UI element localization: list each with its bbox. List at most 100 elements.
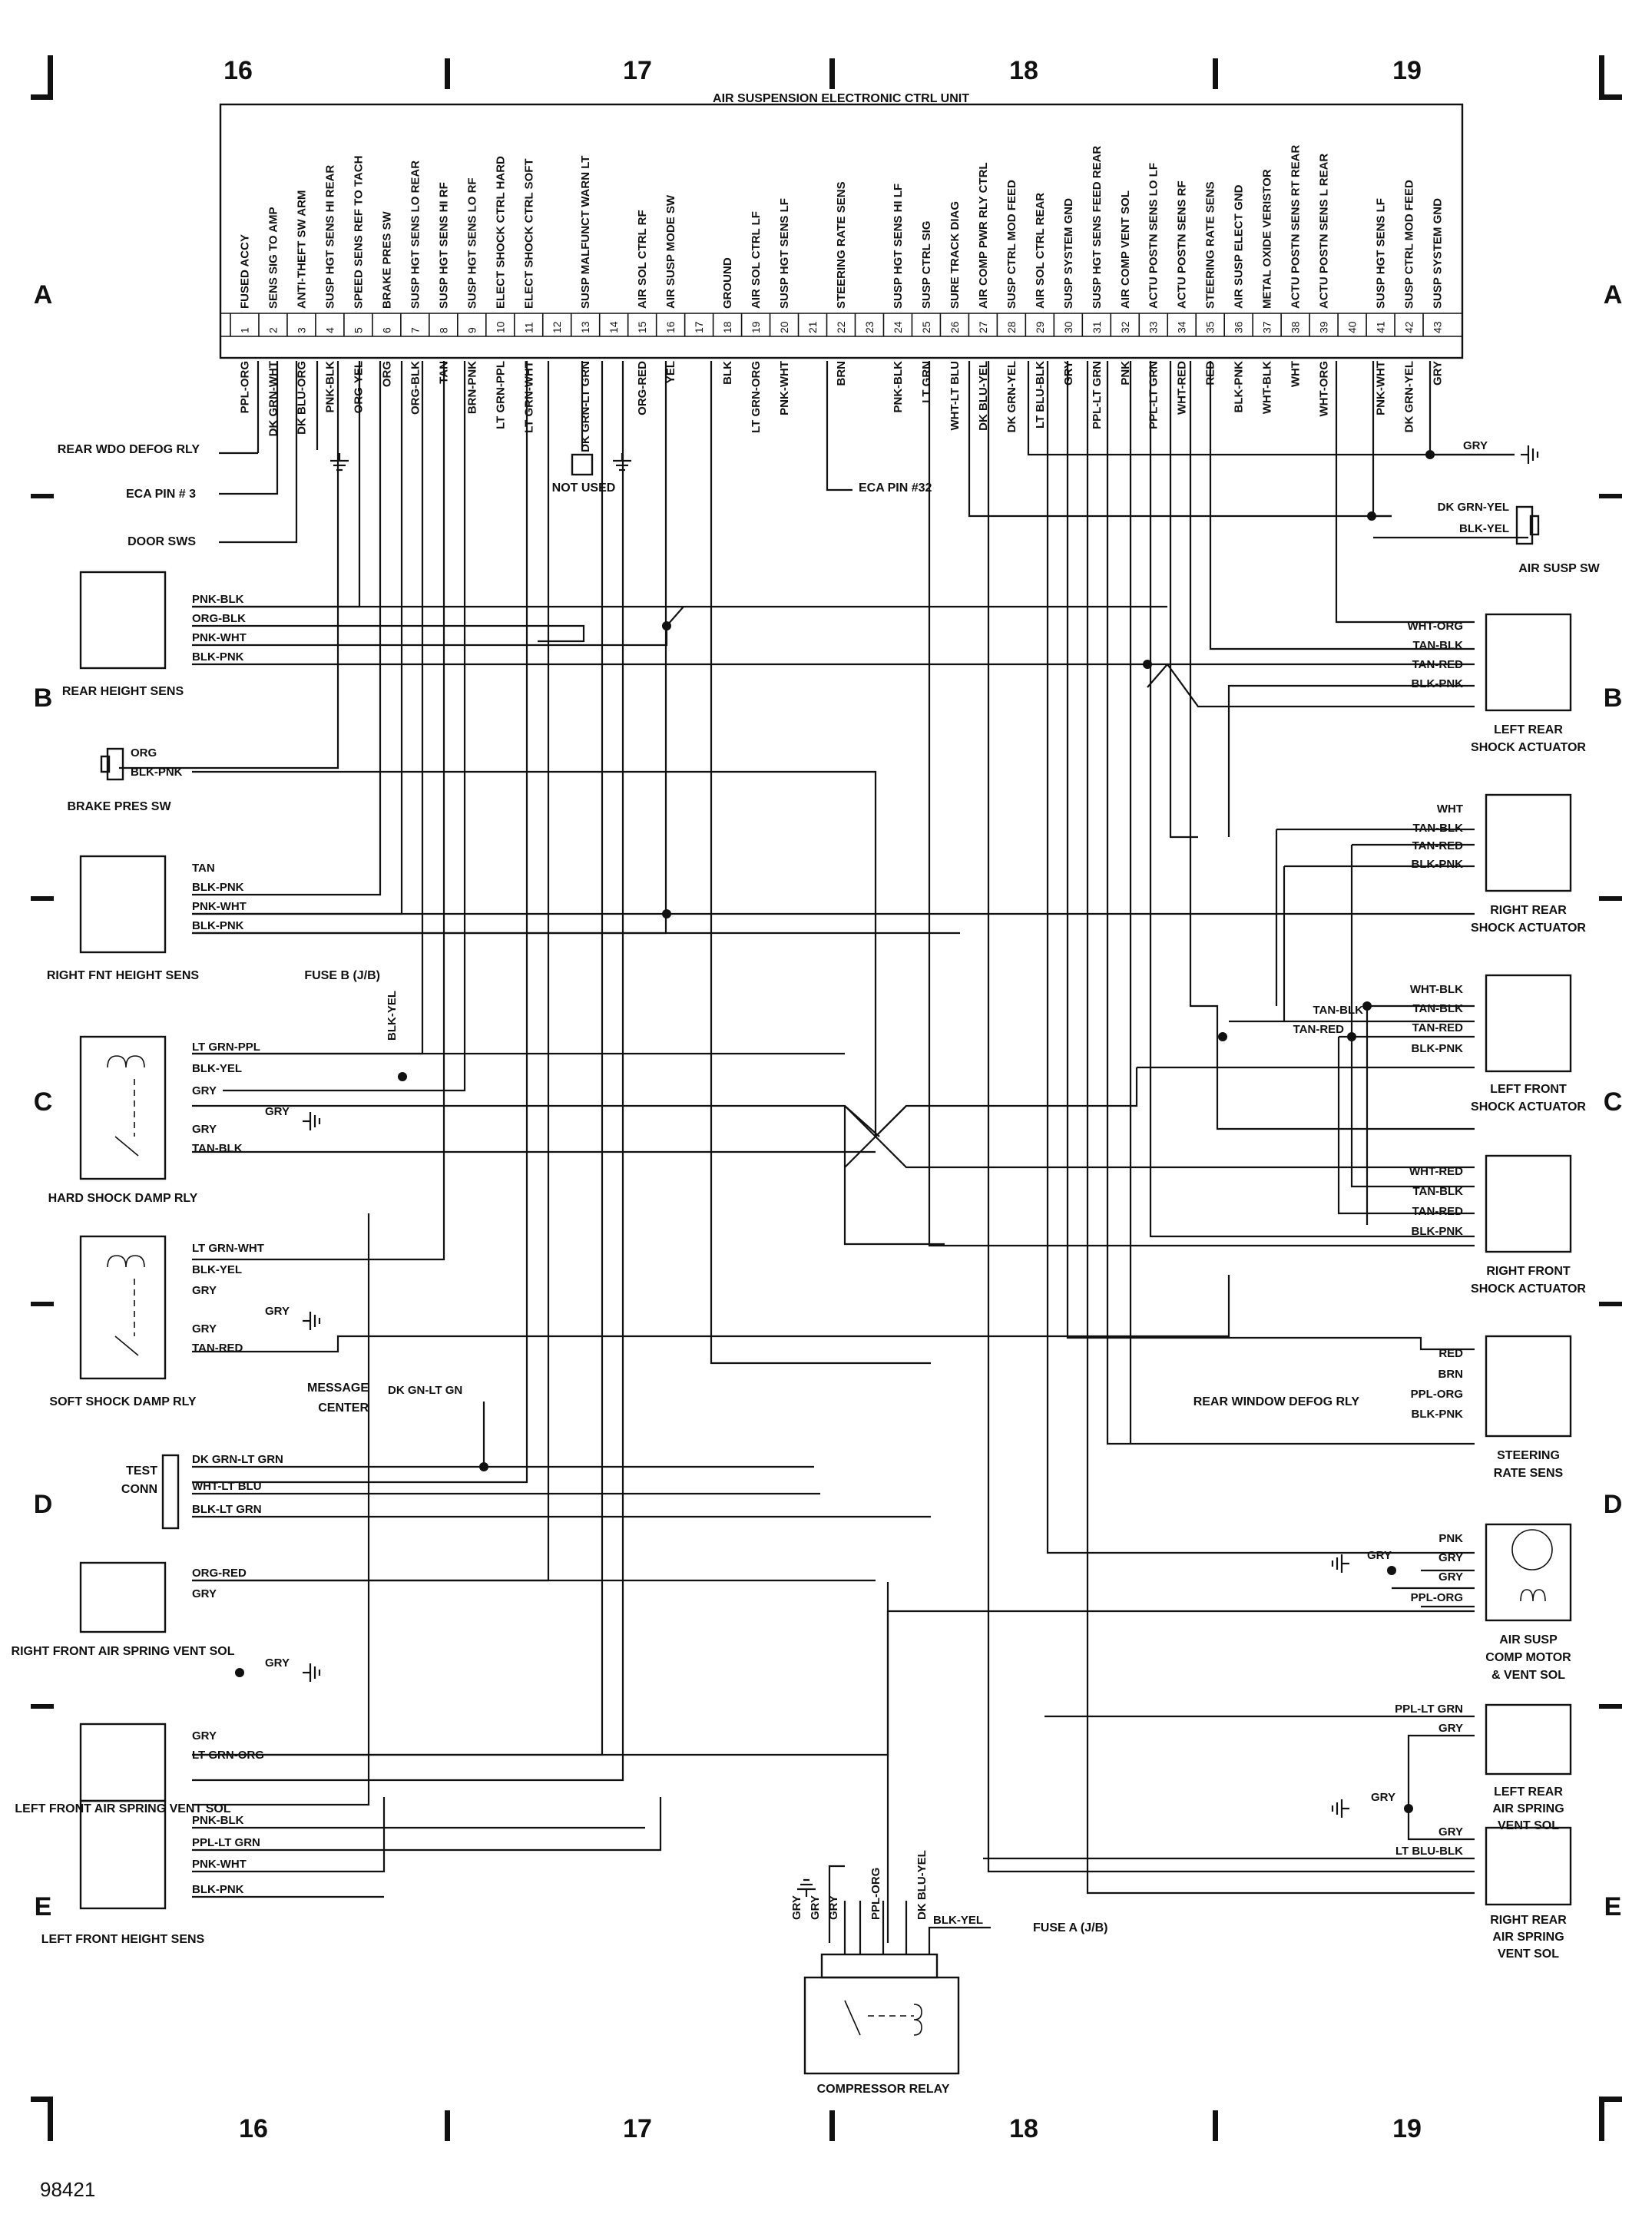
wire-label: BLK-PNK bbox=[1412, 1042, 1464, 1055]
air-comp-motor bbox=[1485, 1523, 1572, 1622]
ecu-pin-label: FUSED ACCY bbox=[238, 234, 251, 309]
column-label: 18 bbox=[1009, 56, 1038, 85]
ecu-pin-label: SUSP HGT SENS LF bbox=[1375, 198, 1388, 309]
ecu-pin-label: SUSP HGT SENS LF bbox=[778, 198, 791, 309]
ecu-pin-number: 22 bbox=[835, 321, 847, 333]
not-used-terminal bbox=[571, 453, 594, 476]
wire-label: WHT-RED bbox=[1409, 1165, 1463, 1178]
lr-air-spring-label: AIR SPRING bbox=[1492, 1802, 1564, 1815]
ecu-wire-label: BLK-PNK bbox=[1233, 361, 1246, 413]
hard-shock-relay bbox=[79, 1035, 167, 1180]
ecu-wire-label: ORG-YEL bbox=[352, 361, 365, 413]
ecu-pin-number: 28 bbox=[1005, 321, 1018, 333]
ecu-pin-number: 31 bbox=[1091, 321, 1103, 333]
right-fnt-height-sens-label: RIGHT FNT HEIGHT SENS bbox=[47, 969, 200, 982]
wire-label: WHT-LT BLU bbox=[192, 1480, 262, 1493]
ecu-pin-number: 34 bbox=[1176, 321, 1188, 333]
ecu-wire-label: PNK-BLK bbox=[892, 361, 905, 413]
ecu-pin-number: 35 bbox=[1204, 321, 1217, 333]
row-label: E bbox=[35, 1892, 52, 1921]
ecu-wire-label: PPL-ORG bbox=[238, 361, 251, 413]
wire-label: DK GRN-LT GRN bbox=[192, 1453, 283, 1466]
wire-label: BLK-YEL bbox=[192, 1263, 242, 1276]
ecu-wire-label: WHT-RED bbox=[1176, 361, 1189, 415]
ecu-wire-label: GRY bbox=[1062, 361, 1075, 386]
ecu-wire-label: LT GRN-ORG bbox=[750, 361, 763, 433]
ecu-pin-label: SPEED SENS REF TO TACH bbox=[352, 156, 365, 309]
ecu-wire-label: ORG bbox=[380, 361, 393, 387]
message-center-label: CENTER bbox=[318, 1402, 369, 1415]
wire-label: GRY bbox=[265, 1105, 290, 1118]
ecu-pin-number: 27 bbox=[977, 321, 989, 333]
wire-label: GRY bbox=[809, 1895, 822, 1920]
lf-shock-actuator bbox=[1485, 974, 1572, 1073]
air-susp-switch bbox=[1515, 505, 1540, 545]
ecu-pin-label: ACTU POSTN SENS RF bbox=[1176, 180, 1189, 309]
compressor-relay-label: COMPRESSOR RELAY bbox=[817, 2083, 950, 2096]
wire-label: BLK-PNK bbox=[1412, 858, 1464, 871]
ecu-pin-number: 18 bbox=[721, 321, 733, 333]
ecu-pin-label: AIR SOL CTRL RF bbox=[636, 210, 649, 309]
ecu-pin-number: 42 bbox=[1403, 321, 1415, 333]
rear-height-sensor bbox=[79, 571, 167, 670]
wire-label: BLK-PNK bbox=[131, 766, 183, 779]
figure-id: 98421 bbox=[40, 2178, 95, 2201]
ecu-pin-number: 9 bbox=[465, 327, 478, 333]
ecu-wire-label: YEL bbox=[664, 361, 677, 383]
ecu-pin-number: 3 bbox=[295, 327, 307, 333]
ecu-pin-label: SUSP HGT SENS FEED REAR bbox=[1091, 146, 1104, 309]
wire-network bbox=[119, 361, 1528, 1954]
frame-marks bbox=[31, 55, 1622, 2141]
wire-label: PNK-BLK bbox=[192, 593, 244, 606]
ecu-wire-label: ORG-BLK bbox=[409, 361, 422, 415]
ecu-pin-label: ACTU POSTN SENS RT REAR bbox=[1289, 144, 1303, 309]
ecu-pin-label: SURE TRACK DIAG bbox=[948, 201, 962, 309]
wire-label: GRY bbox=[1438, 1570, 1463, 1584]
brake-pres-sw-label: BRAKE PRES SW bbox=[67, 800, 171, 813]
ecu-pin-number: 4 bbox=[323, 327, 336, 333]
row-label: D bbox=[34, 1490, 53, 1519]
ecu-wire-label: WHT-BLK bbox=[1261, 361, 1274, 414]
ecu-pin-number: 21 bbox=[806, 321, 819, 333]
ecu-pin-label: STEERING RATE SENS bbox=[1204, 181, 1217, 309]
wire-label: PPL-ORG bbox=[1411, 1591, 1463, 1604]
ecu-connector: AIR SUSPENSION ELECTRONIC CTRL UNIT FUSE… bbox=[219, 92, 1464, 452]
ecu-wire-label: BRN-PNK bbox=[465, 361, 478, 414]
rr-air-spring-label: RIGHT REAR bbox=[1490, 1914, 1567, 1927]
ecu-wire-label: DK GRN-YEL bbox=[1005, 361, 1018, 432]
test-connector bbox=[161, 1454, 180, 1530]
ecu-wire-label: DK BLU-ORG bbox=[295, 361, 308, 435]
hard-shock-damp-rly-label: HARD SHOCK DAMP RLY bbox=[48, 1192, 198, 1205]
ecu-wire-label: GRY bbox=[1432, 361, 1445, 386]
row-label: B bbox=[34, 683, 53, 713]
wire-label: WHT-BLK bbox=[1410, 983, 1463, 996]
wire-label: GRY bbox=[1367, 1549, 1392, 1562]
ecu-wire-label: ORG-RED bbox=[636, 361, 649, 415]
ecu-pin-label: SUSP HGT SENS LO REAR bbox=[409, 161, 422, 309]
ecu-wire-label: BRN bbox=[835, 361, 848, 386]
wire-label: TAN-RED bbox=[1412, 1205, 1464, 1218]
wire-label: PNK bbox=[1438, 1532, 1463, 1545]
door-sws-label: DOOR SWS bbox=[127, 535, 196, 548]
ecu-wire-label: LT BLU-BLK bbox=[1034, 361, 1047, 429]
ecu-pin-label: AIR SUSP MODE SW bbox=[664, 194, 677, 309]
not-used-label: NOT USED bbox=[552, 482, 616, 495]
wire-label: GRY bbox=[1438, 1551, 1463, 1564]
lf-shock-label: LEFT FRONT bbox=[1490, 1083, 1567, 1096]
ecu-pin-label: SUSP SYSTEM GND bbox=[1062, 198, 1075, 309]
label-layer: REAR WDO DEFOG RLY ECA PIN # 3 DOOR SWS … bbox=[12, 439, 1601, 2096]
wire-label: DK GN-LT GN bbox=[388, 1384, 462, 1397]
row-label: B bbox=[1604, 683, 1623, 713]
wire-label: WHT-ORG bbox=[1408, 620, 1464, 633]
column-label: 18 bbox=[1009, 2114, 1038, 2143]
ecu-pin-number: 12 bbox=[551, 321, 563, 333]
message-center-label: MESSAGE bbox=[307, 1382, 369, 1395]
ecu-pin-number: 13 bbox=[579, 321, 591, 333]
ecu-wire-label: BLK bbox=[721, 361, 734, 385]
steering-rate-sensor bbox=[1485, 1335, 1572, 1438]
ecu-pin-number: 7 bbox=[409, 327, 421, 333]
wire-label: GRY bbox=[192, 1729, 217, 1742]
wire-label: TAN-BLK bbox=[192, 1142, 243, 1155]
row-label: D bbox=[1604, 1490, 1623, 1519]
wire-label: TAN bbox=[192, 862, 215, 875]
